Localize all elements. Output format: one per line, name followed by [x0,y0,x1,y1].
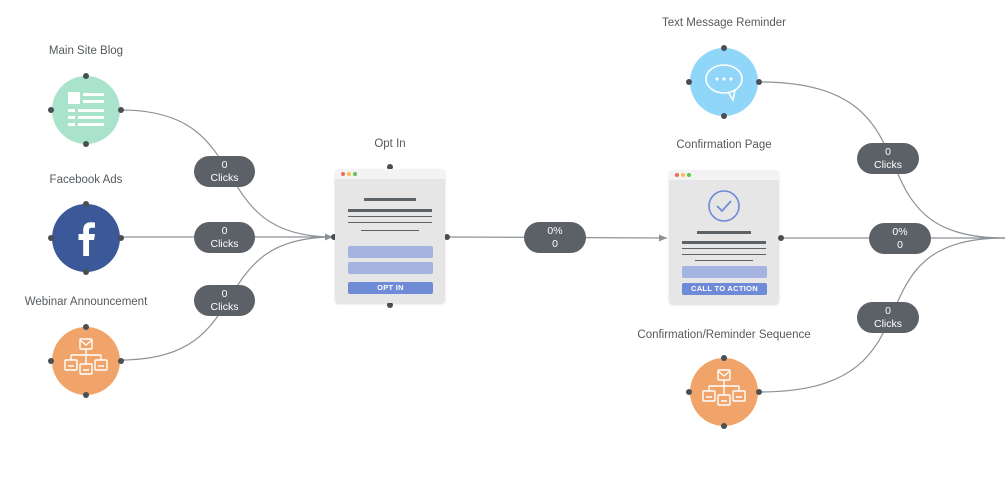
webinar-announcement-node[interactable] [52,327,120,395]
conversion-stat-badge-optin[interactable]: 0% 0 [524,222,586,253]
form-field [348,246,433,258]
stat-unit: Clicks [210,300,239,313]
text-line [682,254,766,255]
port[interactable] [83,201,89,207]
connection-stat-badge-sequence[interactable]: 0 Clicks [857,302,919,333]
browser-bar [669,170,779,180]
window-dot [341,172,345,176]
stat-value: 0 [885,145,891,158]
text-line [682,241,766,244]
headline-line [364,198,416,201]
node-label-opt-in: Opt In [374,138,406,150]
port[interactable] [721,355,727,361]
text-line [361,230,419,231]
facebook-icon [78,222,95,256]
form-field [348,262,433,274]
call-to-action-button: CALL TO ACTION [682,283,767,295]
connection-stat-badge-blog[interactable]: 0 Clicks [194,156,255,187]
opt-in-button: OPT IN [348,282,433,294]
port[interactable] [83,392,89,398]
node-label-confirmation-reminder-sequence: Confirmation/Reminder Sequence [637,329,811,341]
confirmation-page-node[interactable]: CALL TO ACTION [669,170,779,304]
browser-bar [335,169,445,179]
port[interactable] [721,423,727,429]
window-dot [687,173,691,177]
port[interactable] [48,358,54,364]
stat-count: 0 [552,237,558,250]
stat-percent: 0% [892,225,908,238]
arrowhead-optin [325,233,333,241]
port[interactable] [387,164,393,170]
confirmation-reminder-sequence-node[interactable] [690,358,758,426]
port[interactable] [118,235,124,241]
stat-count: 0 [897,238,903,251]
email-sequence-icon [64,338,108,375]
window-dot [347,172,351,176]
port[interactable] [83,141,89,147]
port[interactable] [756,79,762,85]
stat-value: 0 [221,287,228,300]
port[interactable] [686,389,692,395]
text-message-reminder-node[interactable] [690,48,758,116]
stat-unit: Clicks [874,158,902,171]
port[interactable] [118,358,124,364]
stat-value: 0 [885,304,891,317]
text-line [348,216,432,217]
port[interactable] [444,234,450,240]
main-site-blog-node[interactable] [52,76,120,144]
text-line [682,248,766,249]
connection-stat-badge-text-message[interactable]: 0 Clicks [857,143,919,174]
port[interactable] [387,302,393,308]
stat-unit: Clicks [210,171,239,184]
port[interactable] [118,107,124,113]
stat-value: 0 [221,158,228,171]
port[interactable] [721,45,727,51]
port[interactable] [83,73,89,79]
form-field [682,266,767,278]
node-label-text-message-reminder: Text Message Reminder [662,17,786,29]
node-label-confirmation-page: Confirmation Page [676,139,772,151]
facebook-ads-node[interactable] [52,204,120,272]
node-label-facebook-ads: Facebook Ads [49,174,123,186]
port[interactable] [48,107,54,113]
port[interactable] [83,324,89,330]
port[interactable] [686,79,692,85]
window-dot [353,172,357,176]
window-dot [675,173,679,177]
window-dot [681,173,685,177]
port[interactable] [331,234,337,240]
stat-percent: 0% [547,224,563,237]
opt-in-page-node[interactable]: OPT IN [335,169,445,303]
port[interactable] [756,389,762,395]
port[interactable] [83,269,89,275]
connection-stat-badge-webinar[interactable]: 0 Clicks [194,285,255,316]
text-line [348,222,432,223]
connection-stat-badge-facebook[interactable]: 0 Clicks [194,222,255,253]
node-label-webinar-announcement: Webinar Announcement [24,296,148,308]
arrowhead-confirmation [659,234,667,242]
text-line [695,260,753,261]
port[interactable] [48,235,54,241]
stat-unit: Clicks [874,317,902,330]
checkmark-circle-icon [708,190,740,222]
email-sequence-icon [702,369,746,406]
port[interactable] [721,113,727,119]
node-label-main-site-blog: Main Site Blog [48,45,124,57]
blog-list-icon [68,92,104,126]
stat-value: 0 [221,224,228,237]
chat-bubble-icon [705,64,743,103]
text-line [348,209,432,212]
conversion-stat-badge-confirmation[interactable]: 0% 0 [869,223,931,254]
headline-line [697,231,751,234]
stat-unit: Clicks [210,237,239,250]
port[interactable] [778,235,784,241]
